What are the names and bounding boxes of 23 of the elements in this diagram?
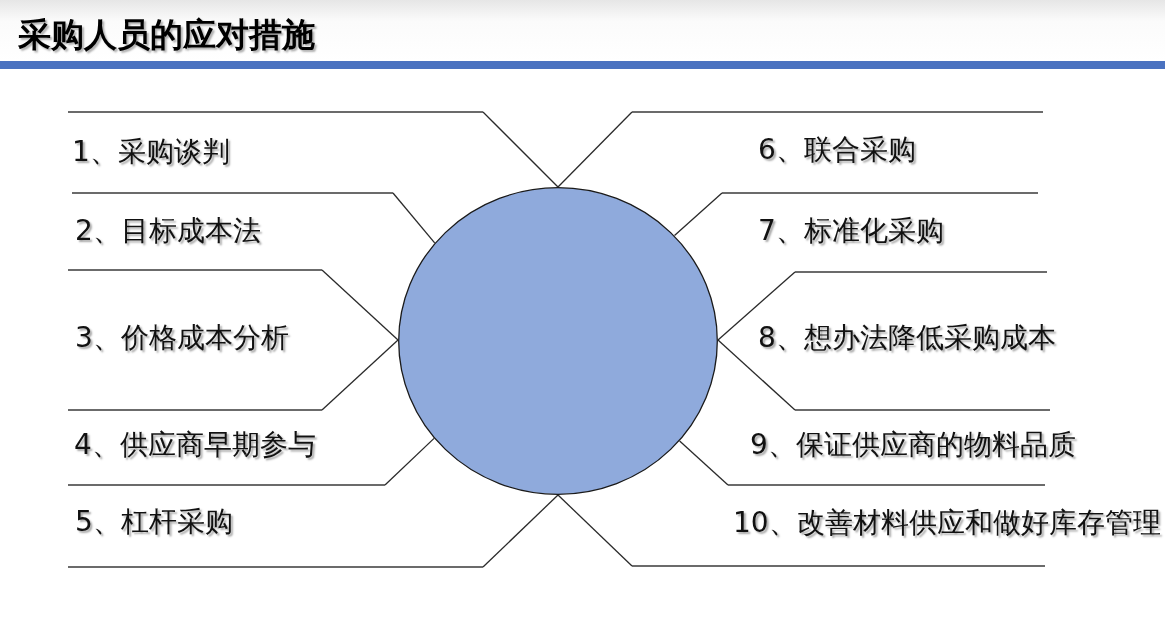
item-label: 6、联合采购	[758, 133, 916, 167]
connector-line	[557, 494, 633, 567]
connector-line	[384, 437, 435, 486]
connector-line	[321, 269, 399, 341]
connector-line	[717, 271, 796, 341]
connector-line	[482, 494, 559, 568]
connector-line	[717, 339, 796, 411]
item-label: 3、价格成本分析	[75, 321, 289, 355]
connector-line	[392, 192, 436, 244]
item-label: 1、采购谈判	[72, 135, 230, 169]
item-label: 2、目标成本法	[75, 214, 261, 248]
connector-line	[321, 339, 399, 411]
connector-line	[482, 111, 559, 188]
page-title: 采购人员的应对措施	[18, 14, 315, 56]
item-label: 4、供应商早期参与	[74, 428, 316, 462]
item-label: 9、保证供应商的物料品质	[750, 428, 1076, 462]
item-label: 8、想办法降低采购成本	[758, 321, 1056, 355]
item-label: 5、杠杆采购	[75, 505, 233, 539]
item-label: 10、改善材料供应和做好库存管理	[733, 506, 1161, 540]
item-label: 7、标准化采购	[758, 214, 944, 248]
connector-line	[679, 440, 729, 486]
connector-line	[673, 192, 723, 237]
connector-line	[557, 111, 633, 188]
